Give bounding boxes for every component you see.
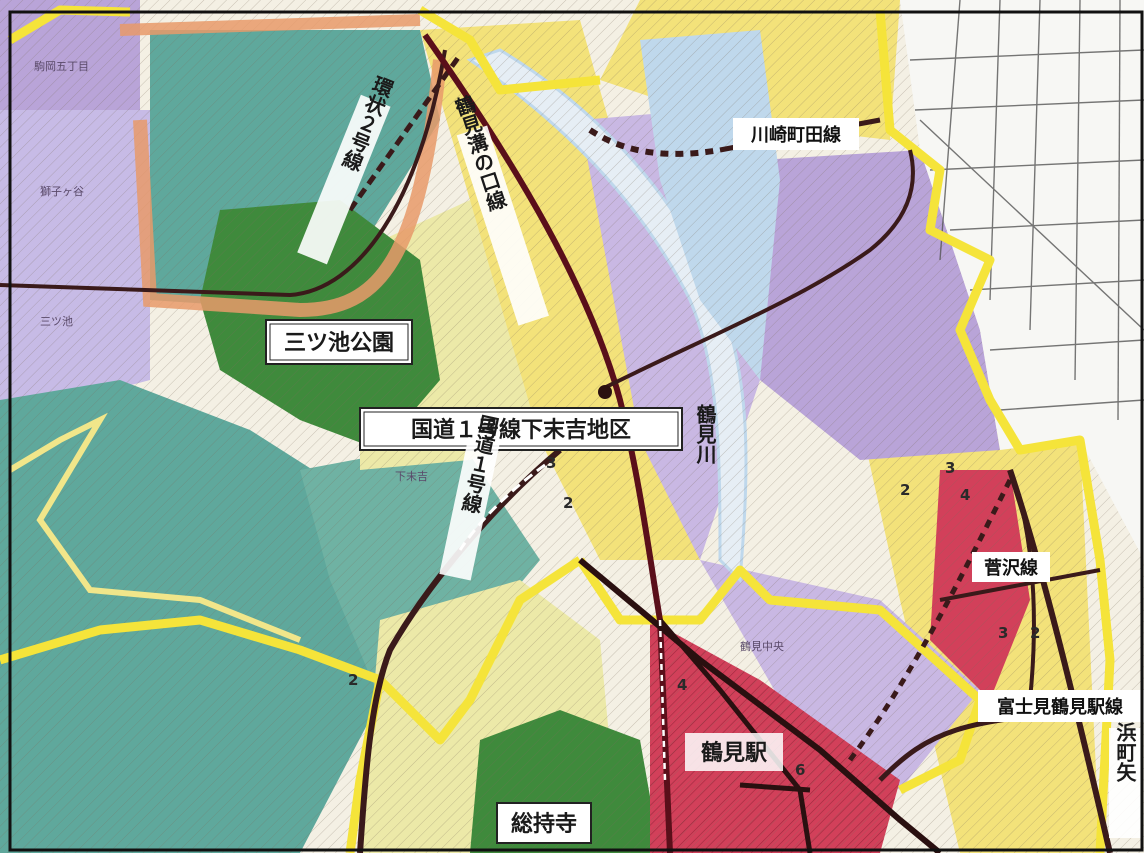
svg-text:鶴見川: 鶴見川 — [693, 403, 717, 465]
block-number: 3 — [546, 454, 556, 472]
label-sugasawa: 菅沢線 — [972, 552, 1050, 582]
svg-text:国道１号線下末吉地区: 国道１号線下末吉地区 — [411, 417, 631, 443]
label-tsurumi-station: 鶴見駅 — [685, 733, 783, 771]
station-node — [598, 385, 612, 399]
block-number: 6 — [795, 761, 805, 779]
label-hamacho: 浜町矢 — [1109, 722, 1141, 838]
road-kanjo2 — [0, 49, 447, 298]
block-number: 2 — [348, 671, 358, 689]
block-number: 4 — [677, 676, 687, 694]
svg-text:富士見鶴見駅線: 富士見鶴見駅線 — [997, 696, 1123, 718]
orange-band-north — [119, 14, 421, 36]
area-label-mitsuike: 三ツ池 — [40, 315, 73, 328]
label-tsurumi-river: 鶴見川 — [693, 403, 717, 465]
svg-text:菅沢線: 菅沢線 — [984, 557, 1038, 579]
label-sojiji: 総持寺 — [496, 802, 592, 844]
orange-band-ring — [133, 59, 447, 318]
block-number: 3 — [945, 459, 955, 477]
road-east-connector — [599, 149, 915, 392]
road-station-diagonal — [578, 557, 942, 853]
area-label-shishigaya: 獅子ヶ谷 — [40, 184, 84, 198]
road-tsurumi-mizonokuchi — [422, 33, 673, 853]
road-station-dashed — [658, 619, 667, 781]
road-route1 — [357, 447, 562, 853]
block-numbers: 3 2 4 3 2 3 2 4 2 6 — [348, 454, 1040, 779]
svg-text:川崎町田線: 川崎町田線 — [750, 124, 841, 146]
district-boundary — [0, 5, 1115, 853]
block-number: 2 — [900, 481, 910, 499]
block-number: 2 — [1030, 624, 1040, 642]
svg-text:浜町矢: 浜町矢 — [1113, 722, 1137, 783]
svg-text:鶴見駅: 鶴見駅 — [701, 740, 767, 766]
district-boundary-west — [8, 412, 302, 643]
label-mitsuike-park: 三ツ池公園 — [265, 319, 413, 365]
urban-grid-area — [900, 0, 1144, 560]
svg-text:三ツ池公園: 三ツ池公園 — [284, 331, 394, 356]
label-fujimi-tsurumi-station: 富士見鶴見駅線 — [978, 690, 1144, 722]
road-sugasawa — [939, 568, 1101, 602]
block-number: 2 — [563, 494, 573, 512]
svg-text:総持寺: 総持寺 — [511, 811, 577, 837]
area-label-komaoka: 駒岡五丁目 — [34, 60, 89, 73]
area-label-shimosueyoshi: 下末吉 — [395, 469, 428, 483]
area-label-tsurumi-chuo: 鶴見中央 — [740, 639, 784, 653]
road-south-west — [739, 782, 811, 793]
block-number: 3 — [998, 624, 1008, 642]
block-number: 4 — [960, 486, 970, 504]
street-grid — [909, 0, 1144, 421]
road-fujimi-planned — [847, 478, 1013, 762]
label-district: 国道１号線下末吉地区 — [359, 407, 683, 451]
label-kawasaki-machida: 川崎町田線 — [733, 118, 859, 150]
